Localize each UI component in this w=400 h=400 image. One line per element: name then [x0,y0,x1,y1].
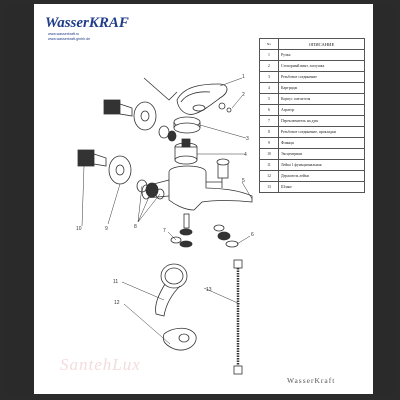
shower-hose [233,259,243,375]
logo-wordmark: WasserKRAFT [45,15,130,31]
lower-eccentric [77,149,132,185]
upper-eccentric [103,99,157,131]
callout-7: 7 [163,228,166,234]
footer-brand: WasserKraft [287,376,336,385]
callout-11: 11 [113,279,118,285]
hex-key [143,77,178,101]
callout-8: 8 [134,224,137,230]
callout-9: 9 [105,226,108,232]
callout-2: 2 [242,92,245,98]
lower-fittings [136,179,165,200]
image-frame: WasserKRAFT www.wasserkraft.ru www.wasse… [4,4,395,395]
stopper-cap [226,107,232,113]
callout-13: 13 [206,287,212,293]
shower-holder [162,327,197,351]
callout-3: 3 [246,136,249,142]
callout-1: 1 [242,74,245,80]
lever-handle [176,83,228,115]
website-de: www.wasserkraft-gmbh.de [48,37,91,41]
upper-fittings [158,125,177,142]
stopper-screw [218,102,226,110]
exploded-view-drawing: 1 2 3 4 5 6 7 8 9 10 11 12 13 [76,74,254,375]
part-desc: Шланг [278,181,365,193]
callout-6: 6 [251,232,254,238]
callout-5: 5 [242,178,245,184]
wasserkraft-logo: WasserKRAFT [45,15,130,31]
mixer-body [141,158,253,211]
cartridge [174,138,198,165]
callout-4: 4 [244,152,247,158]
website-ru: www.wasserkraft.ru [48,32,80,36]
callout-10: 10 [76,226,82,232]
watermark: SantehLux [60,355,141,374]
instruction-sheet: WasserKRAFT www.wasserkraft.ru www.wasse… [34,4,373,394]
shower-diverter [170,213,193,248]
leader-lines [81,77,253,345]
threaded-ring [173,116,201,134]
hand-shower [155,263,188,317]
aerator [213,224,239,248]
callout-12: 12 [114,300,120,306]
part-no: 13 [259,181,279,193]
